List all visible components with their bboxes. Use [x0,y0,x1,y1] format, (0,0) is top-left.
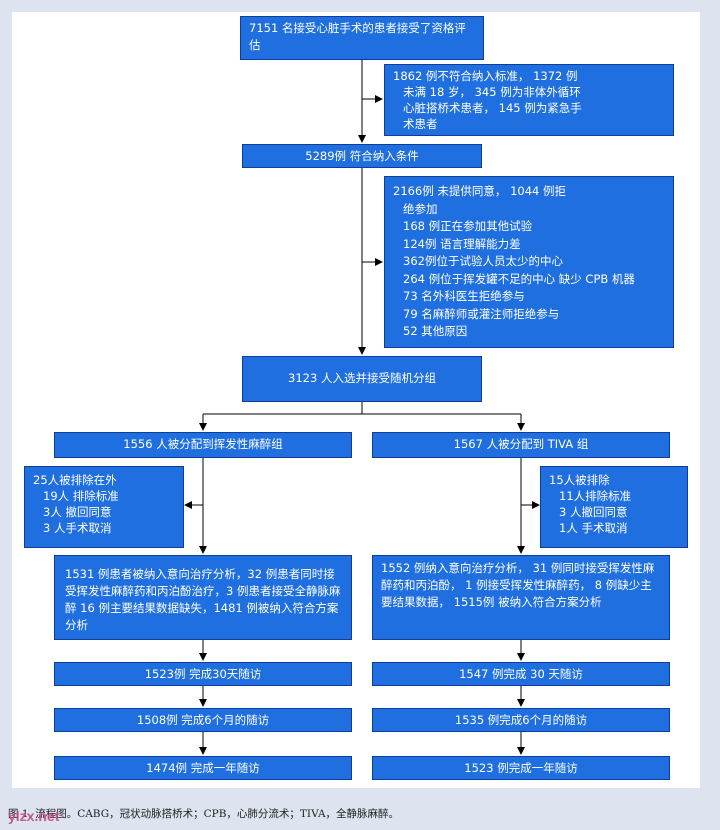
excluded2-line: 绝参加 [403,201,438,216]
left-6month-text: 1508例 完成6个月的随访 [136,713,270,727]
eligible-box: 5289例 符合纳入条件 [242,144,482,168]
left-excluded-line: 19人 排除标准 [43,489,119,503]
figure-caption: 图 1. 流程图。CABG，冠状动脉搭桥术；CPB，心肺分流术；TIVA，全静脉… [8,808,400,820]
excluded2-line: 362例位于试验人员太少的中心 [403,254,563,268]
right-1year-box: 1523 例完成一年随访 [372,756,670,780]
right-30day-text: 1547 例完成 30 天随访 [459,667,583,681]
excluded2-line: 79 名麻醉师或灌注师拒绝参与 [403,306,560,321]
assessed-text: 7151 名接受心脏手术的患者接受了资格评估 [249,21,466,52]
excluded2-line: 264 例位于挥发罐不足的中心 缺少 CPB 机器 [403,271,635,286]
excluded2-line: 124例 语言理解能力差 [403,236,521,251]
left-30day-box: 1523例 完成30天随访 [54,662,352,686]
left-itt-box: 1531 例患者被纳入意向治疗分析，32 例患者同时接受挥发性麻醉药和丙泊酚治疗… [54,555,352,640]
right-excluded-box: 15人被排除 11人排除标准 3 人撤回同意 1人 手术取消 [540,466,688,548]
excluded1-line: 1862 例不符合纳入标准， 1372 例 [393,69,578,83]
right-allocated-text: 1567 人被分配到 TIVA 组 [453,437,589,451]
left-allocated-text: 1556 人被分配到挥发性麻醉组 [123,437,283,451]
excluded1-line: 未满 18 岁， 345 例为非体外循环 [403,85,581,99]
excluded2-line: 2166例 未提供同意， 1044 例拒 [393,184,566,198]
watermark: ylzx.net [8,808,60,824]
left-30day-text: 1523例 完成30天随访 [144,667,262,681]
right-itt-box: 1552 例纳入意向治疗分析， 31 例同时接受挥发性麻醉药和丙泊酚， 1 例接… [372,555,670,640]
right-30day-box: 1547 例完成 30 天随访 [372,662,670,686]
left-excluded-line: 25人被排除在外 [33,473,117,487]
assessed-box: 7151 名接受心脏手术的患者接受了资格评估 [240,16,484,60]
randomized-box: 3123 人入选并接受随机分组 [242,356,482,402]
connector-lines [184,60,540,755]
excluded-nonconsent-box: 2166例 未提供同意， 1044 例拒 绝参加 168 例正在参加其他试验 1… [384,176,674,348]
left-itt-text: 1531 例患者被纳入意向治疗分析，32 例患者同时接受挥发性麻醉药和丙泊酚治疗… [65,567,341,632]
right-excluded-line: 3 人撤回同意 [559,505,628,519]
right-allocated-box: 1567 人被分配到 TIVA 组 [372,432,670,458]
right-excluded-line: 1人 手术取消 [559,521,628,535]
right-6month-text: 1535 例完成6个月的随访 [454,713,588,727]
left-excluded-box: 25人被排除在外 19人 排除标准 3人 撤回同意 3 人手术取消 [24,466,184,548]
excluded2-line: 73 名外科医生拒绝参与 [403,289,525,303]
excluded1-line: 术患者 [403,117,438,131]
left-6month-box: 1508例 完成6个月的随访 [54,708,352,732]
left-excluded-line: 3 人手术取消 [43,521,112,535]
right-1year-text: 1523 例完成一年随访 [464,761,578,775]
left-allocated-box: 1556 人被分配到挥发性麻醉组 [54,432,352,458]
left-1year-text: 1474例 完成一年随访 [146,761,260,775]
flowchart-panel: 7151 名接受心脏手术的患者接受了资格评估 1862 例不符合纳入标准， 13… [12,12,700,788]
excluded1-line: 心脏搭桥术患者， 145 例为紧急手 [403,101,582,115]
randomized-text: 3123 人入选并接受随机分组 [288,371,436,385]
right-excluded-line: 11人排除标准 [559,489,632,503]
right-excluded-line: 15人被排除 [549,473,610,487]
left-1year-box: 1474例 完成一年随访 [54,756,352,780]
right-6month-box: 1535 例完成6个月的随访 [372,708,670,732]
right-itt-text: 1552 例纳入意向治疗分析， 31 例同时接受挥发性麻醉药和丙泊酚， 1 例接… [381,561,655,609]
left-excluded-line: 3人 撤回同意 [43,505,112,519]
excluded2-line: 52 其他原因 [403,324,468,338]
excluded-ineligible-box: 1862 例不符合纳入标准， 1372 例 未满 18 岁， 345 例为非体外… [384,64,674,136]
eligible-text: 5289例 符合纳入条件 [305,149,419,163]
excluded2-line: 168 例正在参加其他试验 [403,219,533,233]
